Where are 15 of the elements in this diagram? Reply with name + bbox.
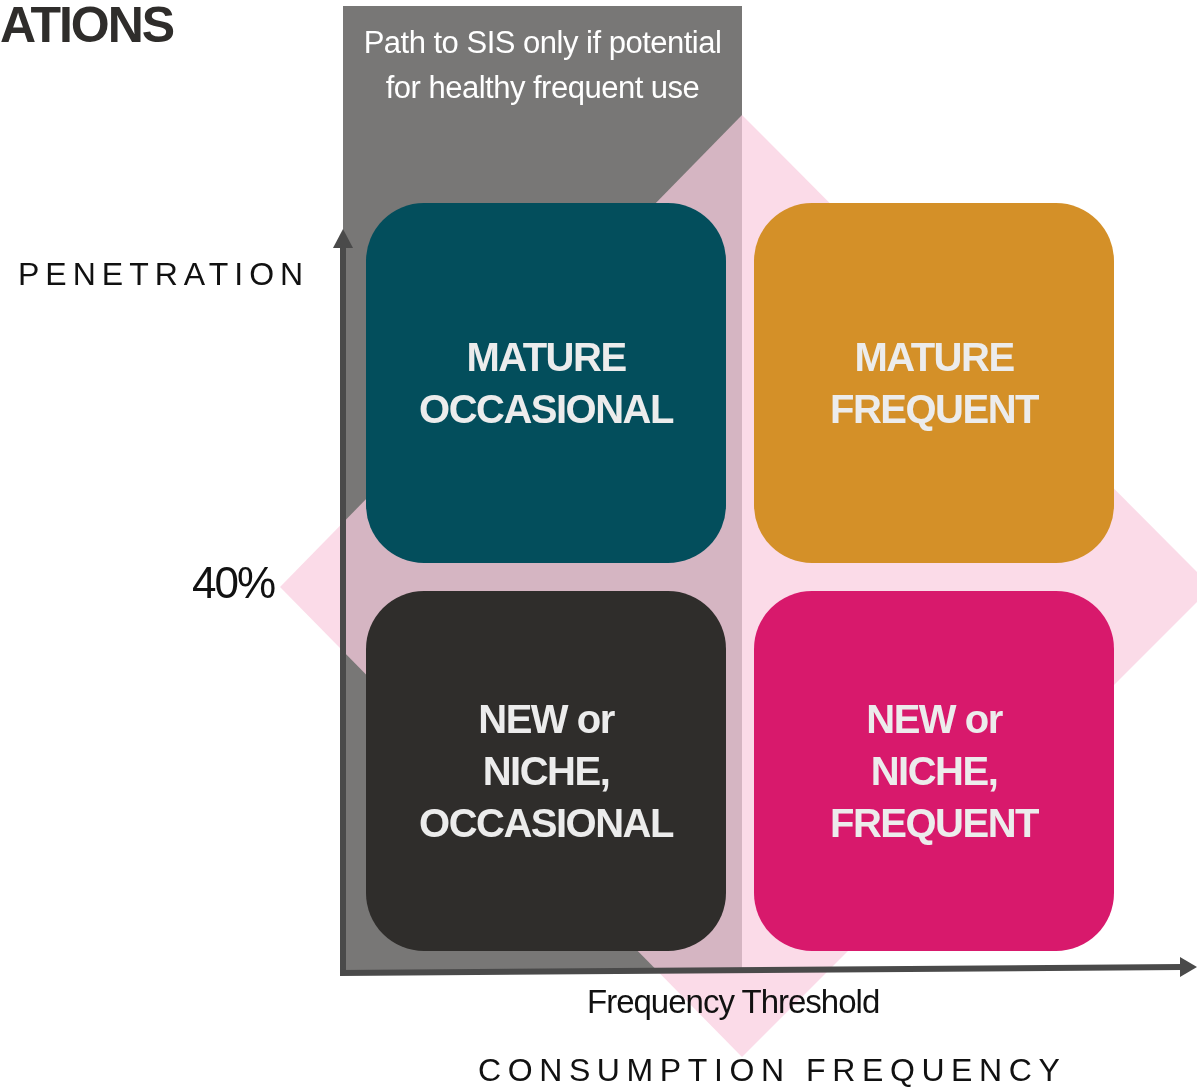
quadrant-label: NEW or NICHE, OCCASIONAL <box>418 696 675 847</box>
quadrant-box <box>366 203 726 563</box>
heading: ATIONS <box>0 0 174 54</box>
band-label: Path to SIS only if potential for healthy frequent use <box>363 24 722 107</box>
threshold-label: Frequency Threshold <box>587 983 880 1021</box>
quadrant-label: MATURE FREQUENT <box>829 334 1040 433</box>
axis-title: PENETRATION <box>18 256 310 293</box>
quadrant-box <box>754 203 1114 563</box>
quadrant-label: MATURE OCCASIONAL <box>418 334 675 433</box>
axis-title: CONSUMPTION FREQUENCY <box>478 1052 1067 1089</box>
threshold-label: 40% <box>192 558 275 608</box>
path-band <box>343 6 742 970</box>
quadrant-label: NEW or NICHE, FREQUENT <box>829 696 1040 847</box>
quadrant-box <box>366 591 726 951</box>
quadrant-box <box>754 591 1114 951</box>
